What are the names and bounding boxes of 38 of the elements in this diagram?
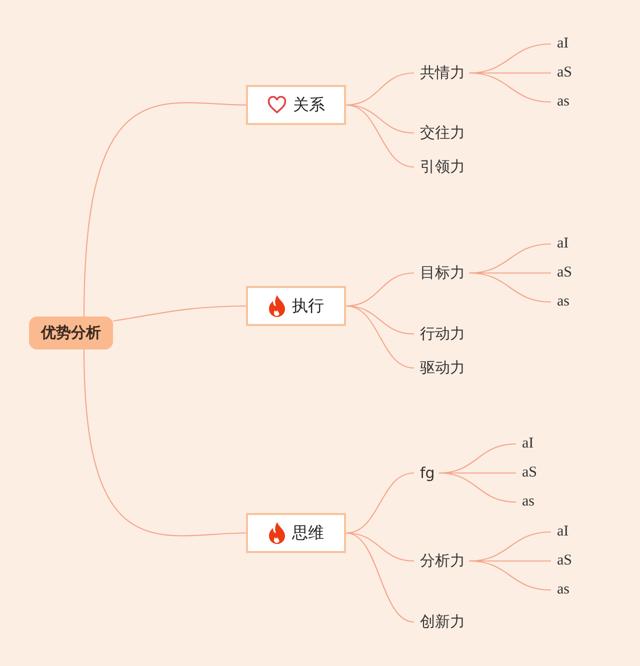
branch-line bbox=[83, 102, 246, 317]
subtopic-label: 行动力 bbox=[420, 322, 465, 346]
subtopic-label: 分析力 bbox=[420, 550, 465, 572]
branch-line bbox=[346, 532, 414, 623]
branch-line bbox=[468, 72, 552, 103]
leaf-label: aS bbox=[557, 264, 572, 282]
topic-label: 关系 bbox=[293, 94, 325, 116]
leaf-label: aS bbox=[522, 464, 537, 482]
subtopic-label: 交往力 bbox=[420, 122, 465, 144]
leaf-label: aI bbox=[557, 34, 569, 54]
subtopic-label: 引领力 bbox=[420, 156, 465, 178]
topic-box bbox=[246, 85, 346, 125]
branch-line bbox=[346, 305, 414, 369]
subtopic-label: 目标力 bbox=[420, 262, 465, 284]
branch-line bbox=[468, 272, 552, 303]
central-topic: 优势分析 bbox=[29, 316, 113, 350]
leaf-label: aS bbox=[557, 64, 572, 82]
topic-label: 思维 bbox=[292, 522, 324, 544]
branch-line bbox=[112, 305, 246, 322]
branch-line bbox=[468, 560, 552, 591]
subtopic-label: 创新力 bbox=[420, 610, 465, 634]
topic-box bbox=[246, 286, 346, 326]
subtopic-label: 驱动力 bbox=[420, 356, 465, 380]
leaf-label: as bbox=[522, 492, 534, 512]
leaf-label: aS bbox=[557, 552, 572, 570]
subtopic-label: 共情力 bbox=[420, 62, 465, 84]
branch-line bbox=[346, 104, 414, 168]
leaf-label: as bbox=[557, 292, 570, 312]
leaf-label: as bbox=[557, 580, 570, 600]
leaf-label: as bbox=[557, 92, 570, 112]
topic-label: 执行 bbox=[292, 296, 324, 316]
branch-line bbox=[83, 349, 246, 536]
leaf-label: aI bbox=[557, 522, 569, 542]
subtopic-label: fg bbox=[420, 462, 435, 484]
leaf-label: aI bbox=[557, 234, 569, 254]
leaf-label: aI bbox=[522, 434, 534, 454]
topic-box bbox=[246, 513, 346, 553]
branch-line bbox=[438, 472, 516, 503]
